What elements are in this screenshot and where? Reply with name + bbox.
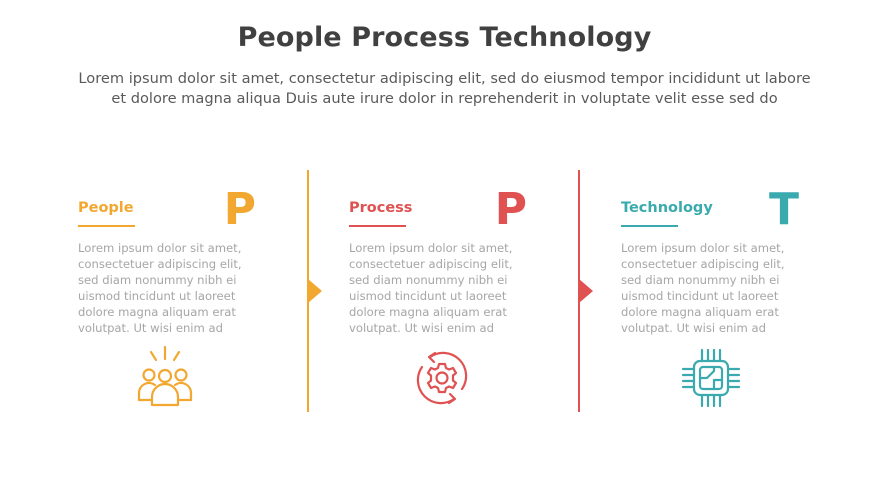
body-line: dolore magna aliquam erat: [349, 305, 507, 319]
column-body: Lorem ipsum dolor sit amet, consectetuer…: [349, 240, 534, 336]
column-letter: P: [223, 184, 256, 235]
body-line: volutpat. Ut wisi enim ad: [349, 321, 494, 335]
body-line: sed diam nonummy nibh ei: [621, 273, 780, 287]
body-line: uismod tincidunt ut laoreet: [621, 289, 779, 303]
body-line: uismod tincidunt ut laoreet: [78, 289, 236, 303]
arrow-right-icon: [308, 279, 322, 303]
page-subtitle: Lorem ipsum dolor sit amet, consectetur …: [30, 69, 859, 109]
column-body: Lorem ipsum dolor sit amet, consectetuer…: [78, 240, 263, 336]
arrow-right-icon: [579, 279, 593, 303]
column-heading: Technology: [621, 200, 713, 216]
column-letter: T: [768, 184, 799, 235]
subtitle-line: et dolore magna aliqua Duis aute irure d…: [111, 90, 778, 107]
page-title: People Process Technology: [237, 22, 652, 53]
heading-underline: [349, 225, 406, 227]
column-heading: Process: [349, 200, 413, 216]
body-line: consectetuer adipiscing elit,: [78, 257, 242, 271]
body-line: Lorem ipsum dolor sit amet,: [78, 241, 242, 255]
body-line: sed diam nonummy nibh ei: [349, 273, 508, 287]
column-letter: P: [494, 184, 527, 235]
body-line: sed diam nonummy nibh ei: [78, 273, 237, 287]
body-line: dolore magna aliquam erat: [78, 305, 236, 319]
body-line: dolore magna aliquam erat: [621, 305, 779, 319]
body-line: volutpat. Ut wisi enim ad: [621, 321, 766, 335]
heading-underline: [78, 225, 135, 227]
body-line: Lorem ipsum dolor sit amet,: [349, 241, 513, 255]
body-line: volutpat. Ut wisi enim ad: [78, 321, 223, 335]
people-group-icon: [135, 345, 195, 411]
body-line: uismod tincidunt ut laoreet: [349, 289, 507, 303]
subtitle-line: Lorem ipsum dolor sit amet, consectetur …: [78, 70, 811, 87]
body-line: consectetuer adipiscing elit,: [349, 257, 513, 271]
body-line: Lorem ipsum dolor sit amet,: [621, 241, 785, 255]
column-body: Lorem ipsum dolor sit amet, consectetuer…: [621, 240, 806, 336]
gear-cycle-icon: [412, 345, 472, 411]
heading-underline: [621, 225, 678, 227]
body-line: consectetuer adipiscing elit,: [621, 257, 785, 271]
cpu-chip-icon: [681, 345, 741, 411]
column-technology: Technology T Lorem ipsum dolor sit amet,…: [621, 185, 801, 415]
column-heading: People: [78, 200, 134, 216]
column-process: Process P Lorem ipsum dolor sit amet, co…: [349, 185, 529, 415]
column-people: People P Lorem ipsum dolor sit amet, con…: [78, 185, 258, 415]
